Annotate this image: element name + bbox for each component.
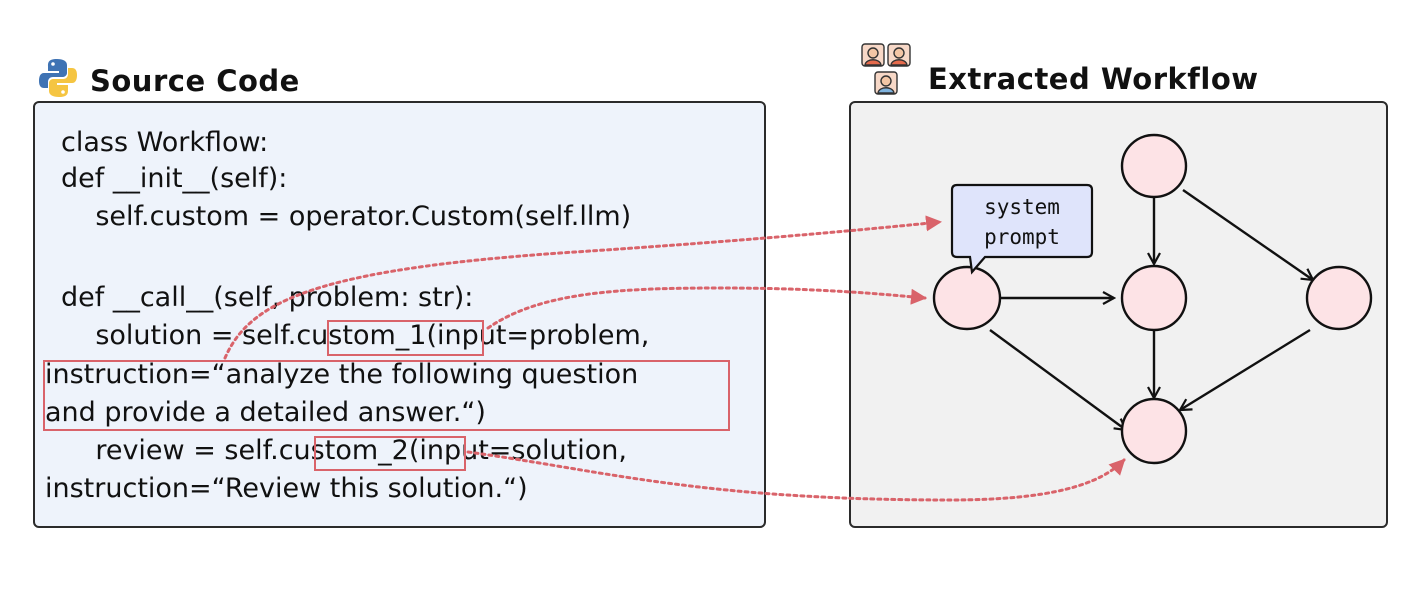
node-middle — [1120, 264, 1188, 332]
python-logo-icon — [38, 57, 78, 99]
code-line-instruction-3: instruction=“Review this solution.“) — [45, 473, 528, 504]
callout-line-prompt: prompt — [984, 225, 1060, 249]
edge-top-to-right — [1182, 189, 1313, 280]
edge-left-to-bottom — [989, 329, 1126, 430]
source-code-panel — [33, 101, 766, 528]
code-line-class: class Workflow: — [61, 127, 269, 158]
connector-custom2-to-bottom-node — [466, 450, 1126, 502]
custom-1-highlight — [327, 320, 484, 356]
node-left — [932, 265, 1002, 331]
code-line-call: def __call__(self, problem: str): — [61, 282, 474, 313]
code-line-instruction-1: instruction=“analyze the following quest… — [45, 359, 639, 390]
edge-right-to-bottom — [1180, 328, 1311, 410]
instruction-highlight — [43, 360, 730, 431]
team-avatars-icon — [860, 42, 916, 98]
code-line-instruction-2: and provide a detailed answer.“) — [45, 397, 486, 428]
system-prompt-callout — [950, 183, 1094, 275]
node-bottom — [1120, 397, 1188, 465]
connector-instruction-to-prompt — [223, 215, 942, 360]
code-line-custom: self.custom = operator.Custom(self.llm) — [61, 201, 632, 232]
code-line-init: def __init__(self): — [61, 163, 288, 194]
callout-line-system: system — [984, 195, 1060, 219]
node-right — [1305, 265, 1373, 331]
connector-custom1-to-left-node — [486, 286, 927, 330]
node-top — [1120, 133, 1188, 199]
source-code-heading: Source Code — [90, 64, 300, 98]
custom-2-highlight — [314, 436, 466, 471]
code-line-solution: solution = self.custom_1(input=problem, — [61, 320, 650, 351]
extracted-workflow-heading: Extracted Workflow — [928, 62, 1259, 96]
code-line-review: review = self.custom_2(input=solution, — [61, 435, 627, 466]
